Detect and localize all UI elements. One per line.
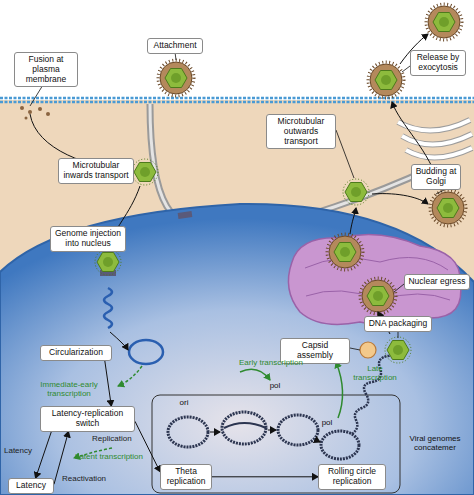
- box-text: Attachment: [151, 41, 199, 51]
- replication-frame: [152, 395, 400, 493]
- flow-arrow: [36, 432, 52, 479]
- box-text: Release by exocytosis: [414, 53, 462, 73]
- process-box: Rolling circle replication: [318, 464, 386, 490]
- capsid: [343, 179, 369, 205]
- fusion-debris: [20, 106, 50, 120]
- process-box: Attachment: [147, 38, 203, 54]
- capsid: [132, 159, 158, 185]
- extracellular-space: [0, 0, 474, 100]
- leader-lines: [30, 52, 444, 350]
- circular-genome: [129, 340, 163, 364]
- rolling-circle: [321, 431, 359, 459]
- process-box: Genome injection into nucleus: [50, 226, 126, 252]
- arrow: [316, 440, 320, 442]
- box-text: Rolling circle replication: [322, 467, 382, 487]
- process-box: Latency: [8, 478, 54, 494]
- annotation-text: Immediate-early transcription: [34, 380, 104, 398]
- arrow: [268, 430, 276, 431]
- arrow: [350, 208, 356, 234]
- virion: [360, 278, 396, 314]
- cytoplasm: [0, 100, 474, 495]
- leader-line: [436, 190, 444, 194]
- empty-procapsid: [360, 342, 376, 358]
- process-box: Latency-replication switch: [40, 406, 135, 432]
- golgi-cisterna: [406, 148, 472, 158]
- envelope-fragment: [28, 110, 32, 114]
- process-box: DNA packaging: [364, 316, 432, 332]
- annotation-text: ori: [176, 398, 192, 407]
- edge-label: Latency: [4, 446, 32, 455]
- golgi-cisterna: [398, 120, 470, 131]
- virion: [368, 62, 404, 98]
- annotation-text: Viral genomes concatemer: [404, 434, 466, 452]
- theta-circle: [222, 412, 266, 444]
- annotation-text: Latent transcription: [70, 452, 148, 461]
- process-box: Fusion at plasma membrane: [14, 52, 78, 87]
- virion: [430, 190, 466, 226]
- box-text: DNA packaging: [368, 319, 428, 329]
- process-box: Theta replication: [160, 464, 212, 490]
- box-text: Fusion at plasma membrane: [18, 55, 74, 84]
- box-text: Capsid assembly: [284, 341, 346, 361]
- box-text: Microtubular outwards transport: [270, 117, 332, 146]
- leader-line: [402, 66, 410, 72]
- golgi-cisterna: [406, 148, 472, 158]
- nucleus: [0, 204, 474, 495]
- box-text: Latency-replication switch: [44, 409, 131, 429]
- edge-label: Reactivation: [62, 474, 106, 483]
- nuclear-pore: [178, 211, 193, 219]
- process-box: Microtubular outwards transport: [266, 114, 336, 149]
- box-text: Genome injection into nucleus: [54, 229, 122, 249]
- process-box: Release by exocytosis: [410, 50, 466, 76]
- virion: [327, 234, 363, 270]
- transcription-arrow: [118, 366, 142, 386]
- process-box: Circularization: [40, 345, 112, 361]
- box-text: Latency: [12, 481, 50, 491]
- flow-arrow: [105, 361, 112, 406]
- leader-line: [350, 348, 360, 350]
- process-box: Microtubular inwards transport: [58, 158, 134, 184]
- capsid: [95, 249, 121, 275]
- linear-genome: [104, 288, 112, 328]
- envelope-fragment: [25, 117, 28, 120]
- process-box: Nuclear egress: [404, 274, 470, 290]
- virion: [158, 60, 194, 96]
- plasma-membrane: [0, 97, 474, 100]
- golgi: [398, 120, 472, 158]
- box-text: Budding at Golgi: [415, 167, 457, 187]
- transcription-arrow: [240, 369, 270, 380]
- envelope-fragment: [20, 106, 24, 110]
- process-box: Budding at Golgi: [411, 164, 461, 190]
- flow-arrow: [135, 421, 160, 471]
- annotation-text: pol: [318, 418, 336, 427]
- theta-bubble: [224, 423, 266, 428]
- virion: [426, 4, 462, 40]
- transcription-arrow: [336, 362, 343, 418]
- plasma-membrane: [0, 101, 474, 104]
- box-text: Circularization: [44, 348, 108, 358]
- box-text: Theta replication: [164, 467, 208, 487]
- leader-line: [394, 284, 404, 292]
- envelope-fragment: [38, 107, 42, 111]
- arrow: [210, 432, 220, 433]
- annotation-text: pol: [266, 381, 284, 390]
- arrow: [110, 332, 128, 350]
- flow-arrow: [212, 476, 318, 477]
- theta-circle: [278, 415, 318, 445]
- box-text: Nuclear egress: [408, 277, 466, 287]
- leader-line: [398, 332, 399, 338]
- leader-line: [336, 130, 354, 178]
- golgi-cisterna: [398, 120, 470, 131]
- edge-label: Replication: [92, 434, 132, 443]
- envelope-fragment: [46, 112, 50, 116]
- theta-circle: [168, 417, 208, 447]
- annotation-text: Early transcription: [226, 358, 316, 367]
- box-text: Microtubular inwards transport: [62, 161, 130, 181]
- arrow: [372, 194, 428, 204]
- annotation-text: Late transcription: [346, 364, 404, 382]
- packaging-capsid: [385, 337, 411, 363]
